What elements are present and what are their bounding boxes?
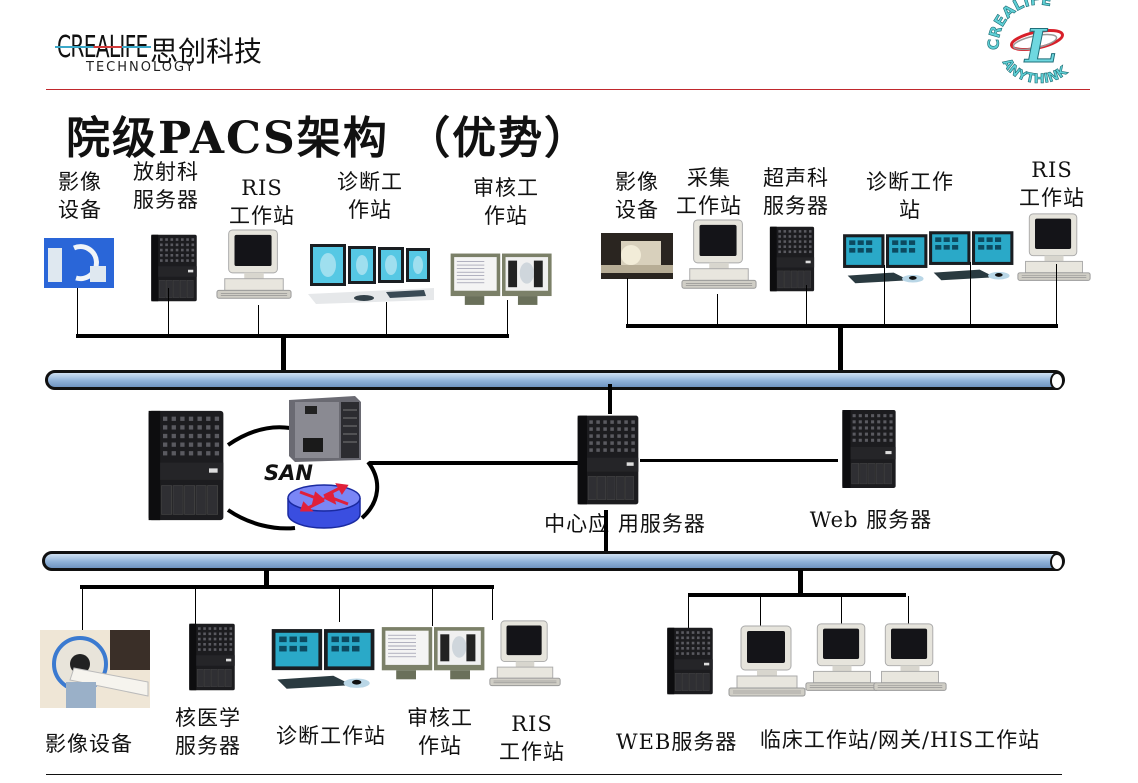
device-label: RIS 工作站 [499, 712, 565, 764]
uplink-line [838, 326, 843, 371]
connector-line [386, 302, 387, 336]
network-bus-bottom [42, 551, 1065, 571]
gateway-workstation-icon [804, 620, 880, 700]
connector-line [507, 300, 508, 336]
bus-end-cap [1050, 553, 1064, 571]
connector-line [627, 278, 628, 326]
connector-line [806, 285, 807, 326]
workstation-icon [1016, 210, 1092, 290]
connector-line [195, 588, 196, 648]
device-label: 核医学 服务器 [175, 706, 241, 758]
uplink-line [281, 336, 286, 371]
connector-line [77, 288, 78, 336]
review-workstation-icon [448, 250, 556, 312]
segment-line [80, 585, 494, 589]
connector-line [717, 294, 718, 326]
connector-line [1056, 264, 1057, 326]
device-label: 影像 设备 [615, 170, 659, 222]
diagnostic-workstation-icon [926, 222, 1018, 288]
page-title: 院级PACS架构 （优势） [66, 113, 591, 164]
connector-line [970, 262, 971, 326]
connector-line [339, 588, 340, 622]
connector-line [688, 596, 689, 628]
segment-line [76, 334, 509, 338]
diagnostic-workstation-icon [268, 622, 380, 694]
device-label: 诊断工作站 [276, 724, 386, 748]
server-icon [763, 225, 821, 293]
main-server-icon [140, 408, 232, 523]
device-label: 审核工 作站 [473, 176, 539, 228]
device-label: 诊断工作 站 [866, 170, 954, 222]
clinical-workstation-icon [727, 624, 807, 704]
clinical-label: 临床工作站/网关/HIS工作站 [759, 728, 1041, 752]
connector-line [492, 588, 493, 620]
web-server-icon [660, 626, 720, 696]
connector-line [760, 596, 761, 626]
device-label: 影像设备 [45, 732, 133, 756]
web-server-label: Web 服务器 [809, 508, 933, 532]
connector-line [258, 305, 259, 336]
right-emblem-logo: CREALIFE ANYTHINK L [984, 0, 1090, 87]
san-label: SAN [264, 461, 313, 485]
logo-accent-line [55, 46, 151, 48]
device-label: 审核工 作站 [407, 706, 473, 758]
header-rule [46, 89, 1090, 90]
workstation-icon [488, 616, 562, 696]
diagnostic-workstation-icon [840, 225, 932, 291]
bus-end-cap [1050, 372, 1064, 390]
storage-array-icon [285, 394, 365, 464]
san-link-line [370, 461, 582, 465]
device-label: RIS 工作站 [229, 176, 295, 228]
web-link-line [640, 459, 838, 462]
connector-line [841, 596, 842, 626]
web-server-label: WEB服务器 [616, 730, 738, 754]
footer-rule [46, 774, 1062, 775]
central-server-icon [573, 412, 643, 508]
logo-technology: TECHNOLOGY [86, 60, 196, 75]
central-server-label: 中心应 用服务器 [544, 512, 706, 536]
connector-line [168, 288, 169, 336]
emblem-letter: L [1023, 19, 1057, 73]
central-downlink [604, 510, 608, 552]
diagnostic-workstation-icon [306, 238, 436, 308]
emblem-icon: CREALIFE ANYTHINK L [984, 0, 1071, 87]
connector-line [432, 588, 433, 626]
connector-line [884, 265, 885, 326]
imaging-device-icon [601, 233, 673, 279]
san-ring [226, 425, 380, 531]
segment-line [688, 593, 906, 597]
uplink-line [798, 570, 803, 596]
device-label: 放射科 服务器 [133, 160, 199, 212]
device-label: RIS 工作站 [1019, 158, 1085, 210]
device-label: 影像 设备 [58, 170, 102, 222]
workstation-icon [215, 228, 293, 306]
central-uplink [608, 384, 612, 414]
device-label: 超声科 服务器 [763, 166, 829, 218]
web-server-icon [838, 408, 900, 490]
connector-line [82, 588, 83, 648]
logo-chinese: 思创科技 [150, 35, 263, 68]
network-bus-top [45, 370, 1065, 390]
workstation-icon [680, 218, 758, 296]
device-label: 采集 工作站 [676, 166, 742, 218]
device-label: 诊断工 作站 [337, 170, 403, 222]
his-workstation-icon [872, 620, 948, 700]
router-icon [284, 482, 364, 532]
uplink-line [264, 570, 269, 588]
server-icon [183, 622, 241, 692]
connector-line [908, 596, 909, 626]
server-icon [145, 233, 203, 303]
review-workstation-icon [380, 622, 488, 688]
ct-scanner-icon [40, 630, 150, 708]
imaging-device-icon [44, 238, 114, 288]
